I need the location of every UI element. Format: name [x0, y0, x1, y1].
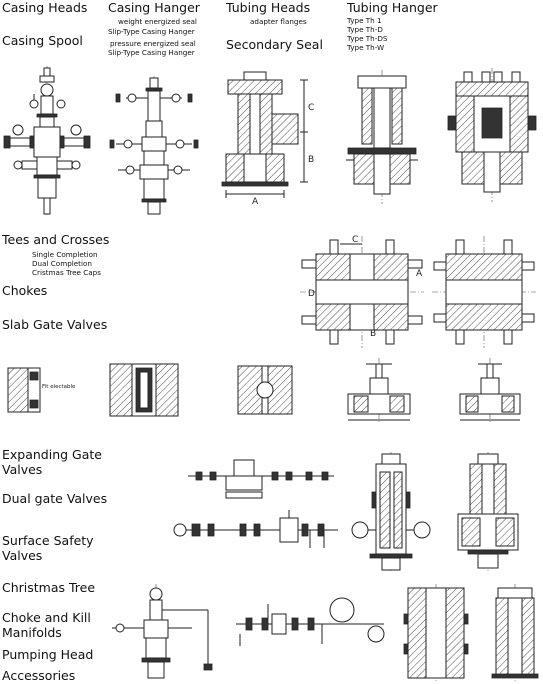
- tubing-hanger-drawing: [344, 70, 420, 204]
- christmas-tree-drawing: [108, 584, 216, 680]
- casing-head-drawing: [4, 66, 90, 216]
- pumping-head-drawing: [404, 584, 468, 682]
- heading-secondary-seal: Secondary Seal: [226, 37, 323, 52]
- heading-casing-heads: Casing Heads: [2, 0, 88, 15]
- heading-choke-and-kill-manifolds-line2: Manifolds: [2, 625, 62, 640]
- heading-expanding-gate-valves-line2: Valves: [2, 462, 43, 477]
- heading-tubing-heads: Tubing Heads: [226, 0, 311, 15]
- tubing-hanger-type-drawing: [448, 68, 536, 202]
- heading-casing-hanger: Casing Hanger: [108, 0, 200, 15]
- dim-label-b: B: [370, 329, 376, 339]
- heading-tees-and-crosses: Tees and Crosses: [2, 232, 110, 247]
- tubing-hanger-type: Type Th 1: [347, 16, 382, 25]
- heading-chokes: Chokes: [2, 283, 48, 298]
- heading-expanding-gate-valves: Expanding Gate: [2, 447, 102, 462]
- tee-fitting-drawing: [432, 236, 536, 348]
- tubing-hanger-type: Type Th-D: [347, 25, 383, 34]
- slab-gate-valve-drawing: [456, 358, 524, 424]
- expanding-gate-valve-drawing: [186, 456, 336, 500]
- tees-note: Cristmas Tree Caps: [32, 268, 101, 277]
- seal-note-label: Fit electable: [42, 384, 76, 390]
- heading-surface-safety-valves-line2: Valves: [2, 548, 43, 563]
- casing-hanger-note: Slip-Type Casing Hanger: [108, 48, 195, 57]
- heading-casing-spool: Casing Spool: [2, 33, 83, 48]
- heading-choke-and-kill-manifolds: Choke and Kill: [2, 610, 91, 625]
- dim-label-a: A: [416, 269, 423, 279]
- heading-pumping-head: Pumping Head: [2, 647, 94, 662]
- dim-label-a: A: [252, 197, 259, 207]
- dim-label-c: C: [352, 235, 358, 245]
- heading-accessories: Accessories: [2, 668, 76, 683]
- dim-label-b: B: [308, 155, 314, 165]
- surface-safety-valve-section-drawing: [452, 452, 524, 572]
- slab-gate-valve-drawing: [344, 358, 414, 424]
- tubing-hanger-type: Type Th-DS: [347, 34, 388, 43]
- tubing-heads-note: adapter flanges: [250, 17, 307, 26]
- tees-note: Single Completion: [32, 250, 98, 259]
- casing-hanger-note: weight energized seal: [118, 17, 197, 26]
- surface-safety-valve-drawing: [170, 508, 342, 556]
- casing-hanger-note: Slip-Type Casing Hanger: [108, 27, 195, 36]
- gate-seat-drawing: [234, 360, 296, 420]
- slab-gate-section-drawing: [108, 360, 180, 420]
- heading-slab-gate-valves: Slab Gate Valves: [2, 317, 108, 332]
- seal-ring-drawing: Fit electable: [6, 362, 76, 418]
- tubing-hanger-type: Type Th-W: [347, 43, 385, 52]
- tees-note: Dual Completion: [32, 259, 92, 268]
- heading-surface-safety-valves: Surface Safety: [2, 533, 94, 548]
- accessory-drawing: [490, 584, 540, 682]
- choke-kill-manifold-drawing: [232, 594, 388, 650]
- tubing-head-drawing: C B A: [222, 70, 314, 207]
- dim-label-c: C: [308, 103, 314, 113]
- heading-tubing-hanger: Tubing Hanger: [347, 0, 438, 15]
- casing-hanger-drawing: [106, 76, 202, 216]
- casing-hanger-note: pressure energized seal: [110, 39, 196, 48]
- heading-christmas-tree: Christmas Tree: [2, 580, 96, 595]
- dual-gate-valve-drawing: [350, 452, 432, 572]
- cross-fitting-drawing: C A D B: [300, 235, 424, 348]
- dim-label-d: D: [308, 289, 315, 299]
- heading-dual-gate-valves: Dual gate Valves: [2, 491, 108, 506]
